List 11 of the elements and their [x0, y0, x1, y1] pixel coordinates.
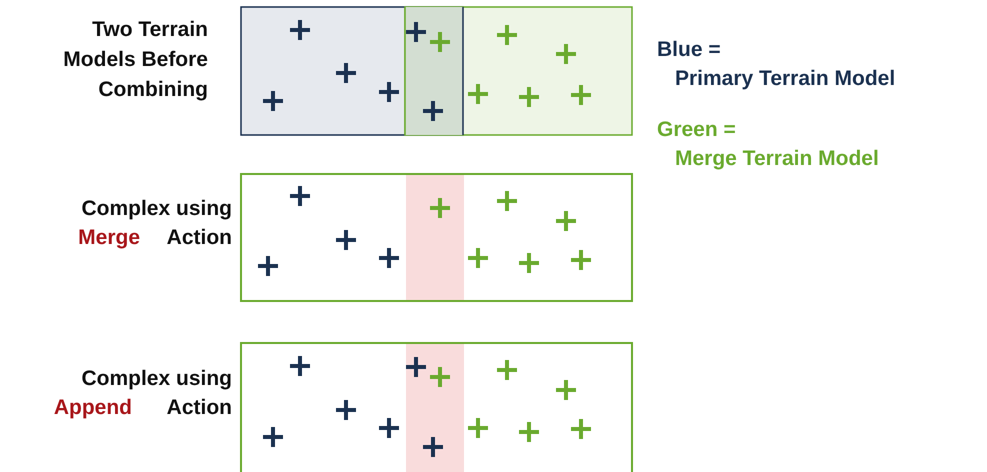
caption-text: Merge Terrain Model — [675, 146, 879, 172]
caption-text: Complex using — [81, 366, 232, 392]
caption-text: Append — [54, 395, 132, 421]
caption-text: Two Terrain Models Before Combining — [62, 17, 208, 103]
caption-text: Green = — [657, 117, 736, 143]
caption-text: Primary Terrain Model — [675, 66, 896, 92]
caption-text: Action — [166, 225, 232, 251]
caption-text: Complex using — [81, 196, 232, 222]
caption-text: Action — [166, 395, 232, 421]
caption-text: Merge — [78, 225, 140, 251]
caption-text: Blue = — [657, 37, 721, 63]
